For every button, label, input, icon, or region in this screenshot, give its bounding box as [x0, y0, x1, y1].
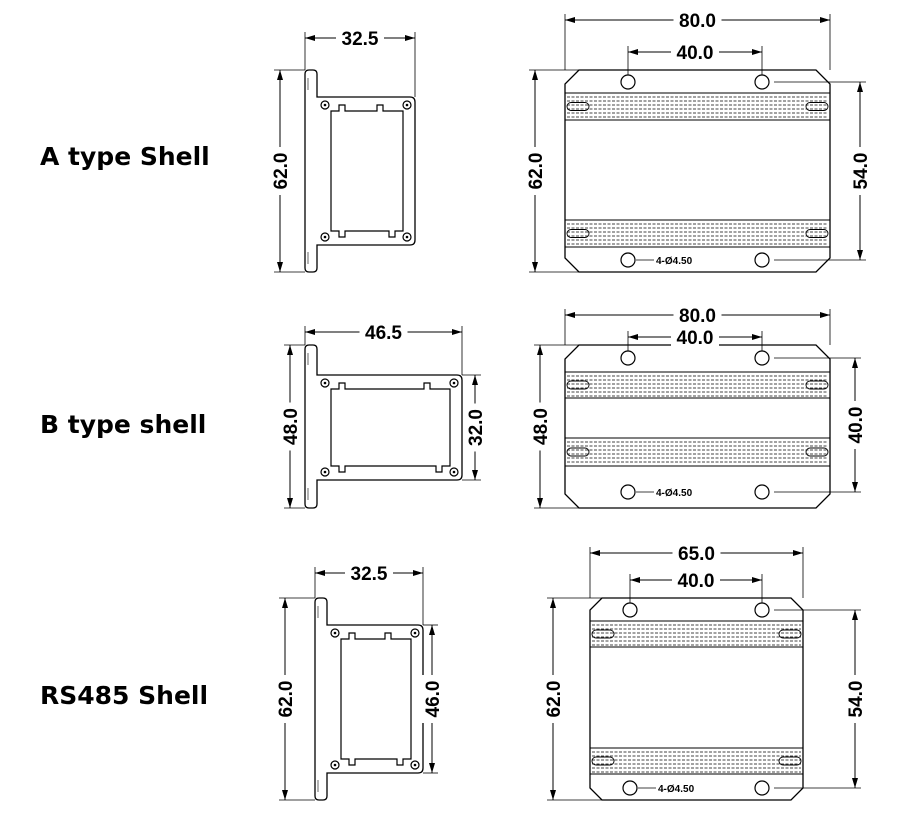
- front-view-1: 4-Ø4.50: [534, 309, 861, 509]
- shell-b-side-height-dim-label: 48.0: [281, 408, 302, 445]
- side-profile-2: [279, 567, 438, 801]
- shell-b-title: B type shell: [40, 410, 207, 439]
- screw-hole-icon: [449, 378, 459, 388]
- shell-rs485-title: RS485 Shell: [40, 681, 209, 710]
- hole-callout: 4-Ø4.50: [658, 784, 695, 795]
- shell-rs485-side-height-dim: 62.0: [274, 598, 297, 800]
- mounting-hole-icon: [620, 484, 636, 500]
- shell-a-front-width-dim: 80.0: [565, 9, 830, 32]
- shell-a-side-width-dim: 32.5: [305, 27, 415, 50]
- shell-rs485-front-width-dim-label: 65.0: [678, 544, 715, 565]
- screw-hole-icon: [320, 232, 330, 242]
- shell-a-hole-spacing-dim: 40.0: [628, 41, 762, 64]
- shell-rs485-hole-pitch-dim-label: 54.0: [846, 681, 867, 718]
- shell-b-hole-spacing-dim-label: 40.0: [677, 328, 714, 349]
- shell-rs485-side-inner-height-dim: 46.0: [421, 625, 444, 773]
- shell-rs485-front-height-dim: 62.0: [542, 598, 565, 800]
- screw-hole-icon: [410, 760, 420, 770]
- side-profile-0: [274, 32, 416, 273]
- shell-b-hole-pitch-dim: 40.0: [844, 358, 867, 492]
- mounting-hole-icon: [620, 252, 636, 268]
- mounting-hole-icon: [622, 780, 638, 796]
- shell-b-front-width-dim: 80.0: [565, 304, 830, 327]
- mounting-hole-icon: [622, 602, 638, 618]
- shell-b-side-inner-height-dim-label: 32.0: [466, 409, 487, 446]
- shell-b-front-height-dim: 48.0: [529, 345, 552, 508]
- screw-hole-icon: [402, 100, 412, 110]
- shell-rs485-side-width-dim: 32.5: [315, 562, 423, 585]
- screw-hole-icon: [410, 628, 420, 638]
- screw-hole-icon: [402, 232, 412, 242]
- mounting-hole-icon: [754, 602, 770, 618]
- shell-b-side-width-dim: 46.5: [305, 321, 462, 344]
- shell-a-hole-spacing-dim-label: 40.0: [677, 43, 714, 64]
- mounting-hole-icon: [754, 74, 770, 90]
- hole-callout: 4-Ø4.50: [656, 488, 693, 499]
- shell-rs485-side-inner-height-dim-label: 46.0: [423, 681, 444, 718]
- mounting-hole-icon: [620, 74, 636, 90]
- front-view-2: 4-Ø4.50: [547, 547, 861, 801]
- shell-rs485-hole-pitch-dim: 54.0: [844, 610, 867, 788]
- shell-b-side-width-dim-label: 46.5: [365, 323, 402, 344]
- shell-rs485-side-height-dim-label: 62.0: [276, 681, 297, 718]
- shell-rs485-hole-spacing-dim-label: 40.0: [678, 571, 715, 592]
- front-view-0: 4-Ø4.50: [529, 14, 866, 273]
- screw-hole-icon: [330, 760, 340, 770]
- shell-b-front-height-dim-label: 48.0: [531, 408, 552, 445]
- shell-rs485-hole-spacing-dim: 40.0: [630, 569, 762, 592]
- shell-a-front-height-dim-label: 62.0: [526, 153, 547, 190]
- mounting-hole-icon: [754, 780, 770, 796]
- shell-a-side-height-dim-label: 62.0: [271, 153, 292, 190]
- shell-a-side-width-dim-label: 32.5: [342, 29, 379, 50]
- screw-hole-icon: [330, 628, 340, 638]
- screw-hole-icon: [449, 467, 459, 477]
- mounting-hole-icon: [754, 484, 770, 500]
- screw-hole-icon: [320, 100, 330, 110]
- shell-b-hole-spacing-dim: 40.0: [628, 326, 762, 349]
- shell-rs485-front-width-dim: 65.0: [590, 542, 803, 565]
- shell-rs485-front-height-dim-label: 62.0: [544, 681, 565, 718]
- mounting-hole-icon: [620, 350, 636, 366]
- shell-b-side-height-dim: 48.0: [279, 345, 302, 508]
- screw-hole-icon: [320, 378, 330, 388]
- shell-rs485-side-width-dim-label: 32.5: [351, 564, 388, 585]
- shell-a-front-height-dim: 62.0: [524, 70, 547, 272]
- shell-a-hole-pitch-dim: 54.0: [849, 82, 872, 260]
- side-profile-1: [284, 326, 481, 509]
- shell-a-hole-pitch-dim-label: 54.0: [851, 153, 872, 190]
- hole-callout: 4-Ø4.50: [656, 256, 693, 267]
- screw-hole-icon: [320, 467, 330, 477]
- shell-b-hole-pitch-dim-label: 40.0: [846, 407, 867, 444]
- shell-a-side-height-dim: 62.0: [269, 70, 292, 272]
- shell-b-front-width-dim-label: 80.0: [679, 306, 716, 327]
- shell-a-front-width-dim-label: 80.0: [679, 11, 716, 32]
- mounting-hole-icon: [754, 350, 770, 366]
- shell-a-title: A type Shell: [40, 142, 210, 171]
- shell-b-side-inner-height-dim: 32.0: [464, 375, 487, 480]
- mounting-hole-icon: [754, 252, 770, 268]
